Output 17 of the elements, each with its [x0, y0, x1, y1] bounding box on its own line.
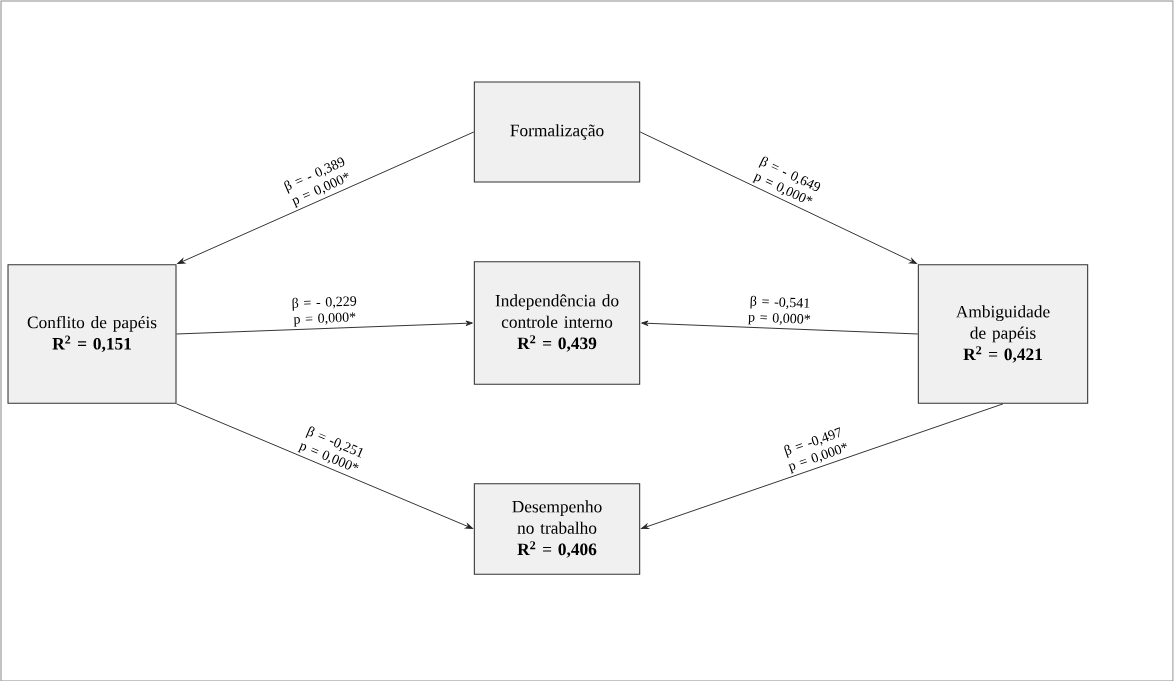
arrow: [641, 403, 1004, 530]
edge-label: β = -0,541 p = 0,000*: [748, 295, 811, 325]
arrow: [176, 320, 473, 335]
edge-label: β = - 0,649 p = 0,000*: [752, 156, 821, 203]
variable-box: Conflito de papéis R$^{2}$ = 0,151: [7, 264, 177, 404]
variable-box: Independência do controle interno R$^{2}$ = 0,439: [473, 261, 641, 385]
edge-label: β = - 0,389 p = 0,000*: [284, 157, 349, 209]
arrow: [639, 131, 917, 264]
edge-label: β = - 0,229 p = 0,000*: [292, 296, 357, 327]
arrow: [177, 131, 475, 265]
edge-label: β = -0,251 p = 0,000*: [297, 426, 363, 470]
arrow: [176, 403, 473, 529]
arrow: [641, 320, 919, 335]
variable-box: Formalização: [473, 81, 641, 183]
variable-box: Ambiguidade de papéis R$^{2}$ = 0,421: [917, 264, 1089, 404]
variable-box: Desempenho no trabalho R$^{2}$ = 0,406: [473, 483, 641, 575]
edge-label: β = -0,497 p = 0,000*: [784, 427, 847, 474]
